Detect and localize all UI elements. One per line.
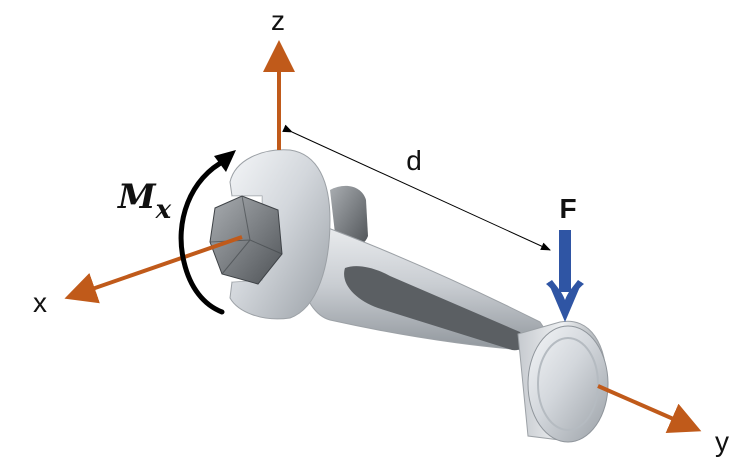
moment-label-main: M [117, 177, 157, 217]
small-end-face [527, 325, 609, 443]
moment-label: Mx [117, 177, 172, 225]
y-axis-label: y [715, 426, 729, 457]
wrench-handle [295, 217, 561, 353]
wrench [209, 149, 609, 443]
coordinate-axes [64, 40, 702, 434]
moment-arrow [178, 150, 236, 315]
x-axis-arrow [64, 235, 243, 304]
force-label: F [559, 193, 576, 224]
y-axis-arrow [597, 384, 702, 434]
moment-label-subscript: x [155, 195, 172, 225]
z-axis-label: z [271, 5, 285, 36]
distance-dimension-line [282, 124, 551, 251]
force-arrow [546, 230, 584, 322]
handle-slot [344, 266, 525, 351]
distance-label: d [406, 145, 422, 176]
x-axis-label: x [33, 287, 47, 318]
